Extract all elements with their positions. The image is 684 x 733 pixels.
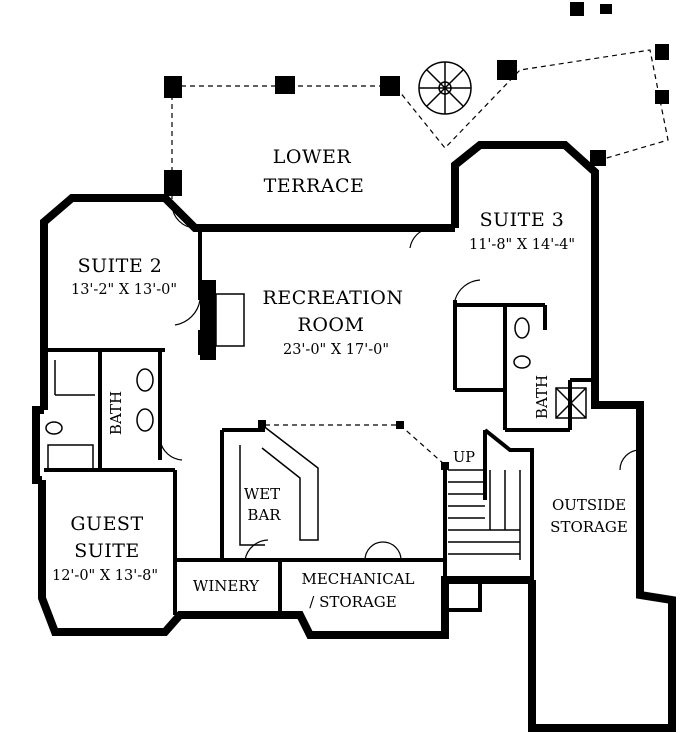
suite2-name: SUITE 2 <box>78 255 163 277</box>
outside-storage-label: OUTSIDE STORAGE <box>550 496 628 536</box>
recreation-label-line1: RECREATION <box>263 287 404 309</box>
suite3-dims: 11'-8" X 14'-4" <box>469 237 575 253</box>
bath-left-label: BATH <box>107 391 125 435</box>
mechanical-storage-label: MECHANICAL / STORAGE <box>301 570 414 611</box>
suite2-dims: 13'-2" X 13'-0" <box>71 282 177 298</box>
bath-right-label: BATH <box>533 375 551 419</box>
bath-fixtures <box>45 317 531 471</box>
recreation-label-line2: ROOM <box>298 314 365 336</box>
suite3-name: SUITE 3 <box>480 209 565 231</box>
suite2-label: SUITE 2 13'-2" X 13'-0" <box>71 255 177 298</box>
mechanical-label-line2: / STORAGE <box>309 593 396 611</box>
mechanical-label-line1: MECHANICAL <box>301 570 414 588</box>
spiral-stair <box>418 61 472 115</box>
exterior-walls <box>32 141 676 732</box>
guest-suite-label-line2: SUITE <box>74 540 140 562</box>
lower-terrace-label-line2: TERRACE <box>264 175 365 197</box>
guest-suite-label-line1: GUEST <box>70 513 143 535</box>
recreation-dims: 23'-0" X 17'-0" <box>283 342 389 358</box>
lower-terrace-outline <box>164 2 669 200</box>
wet-bar-label: WET BAR <box>244 485 281 524</box>
outside-storage-label-line2: STORAGE <box>550 518 628 536</box>
stairs-up-label: UP <box>453 450 475 466</box>
wet-bar-label-line2: BAR <box>247 506 281 524</box>
lower-terrace-label: LOWER TERRACE <box>264 146 365 197</box>
recreation-room-label: RECREATION ROOM 23'-0" X 17'-0" <box>263 287 404 358</box>
doors <box>159 204 641 561</box>
guest-suite-dims: 12'-0" X 13'-8" <box>52 568 158 584</box>
lower-terrace-label-line1: LOWER <box>273 146 352 168</box>
winery-label: WINERY <box>193 577 260 595</box>
suite3-label: SUITE 3 11'-8" X 14'-4" <box>469 209 575 253</box>
guest-suite-label: GUEST SUITE 12'-0" X 13'-8" <box>52 513 158 584</box>
outside-storage-label-line1: OUTSIDE <box>552 496 626 514</box>
wet-bar-label-line1: WET <box>244 485 280 503</box>
